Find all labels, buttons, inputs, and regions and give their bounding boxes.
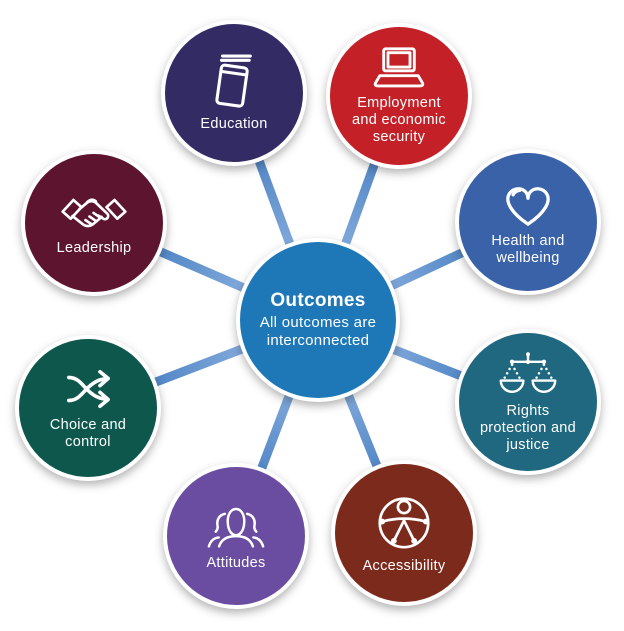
node-accessibility: Accessibility [331, 460, 477, 606]
center-subtitle: All outcomes are interconnected [259, 313, 377, 349]
node-label: Rights protection and justice [479, 403, 577, 453]
node-rights: Rights protection and justice [455, 329, 601, 475]
heart-icon [506, 186, 550, 226]
node-label: Accessibility [362, 558, 446, 575]
handshake-icon [61, 198, 127, 227]
node-label: Employment and economic security [352, 95, 446, 145]
node-outcomes-center: Outcomes All outcomes are interconnected [236, 238, 400, 402]
book-icon [215, 54, 252, 108]
node-employment: Employment and economic security [326, 23, 472, 169]
people-icon [207, 507, 265, 548]
node-label: Leadership [56, 239, 132, 256]
scales-icon [499, 352, 557, 394]
node-choice: Choice and control [15, 335, 161, 481]
node-label: Choice and control [49, 416, 127, 450]
node-attitudes: Attitudes [163, 463, 309, 609]
laptop-icon [373, 47, 425, 88]
accessibility-icon [378, 497, 430, 549]
center-title: Outcomes [270, 289, 366, 311]
node-label: Education [200, 116, 268, 133]
shuffle-arrows-icon [67, 369, 110, 408]
node-health: Health and wellbeing [455, 149, 601, 295]
node-label: Health and wellbeing [491, 232, 565, 266]
node-education: Education [161, 20, 307, 166]
node-leadership: Leadership [21, 150, 167, 296]
node-label: Attitudes [206, 555, 266, 572]
